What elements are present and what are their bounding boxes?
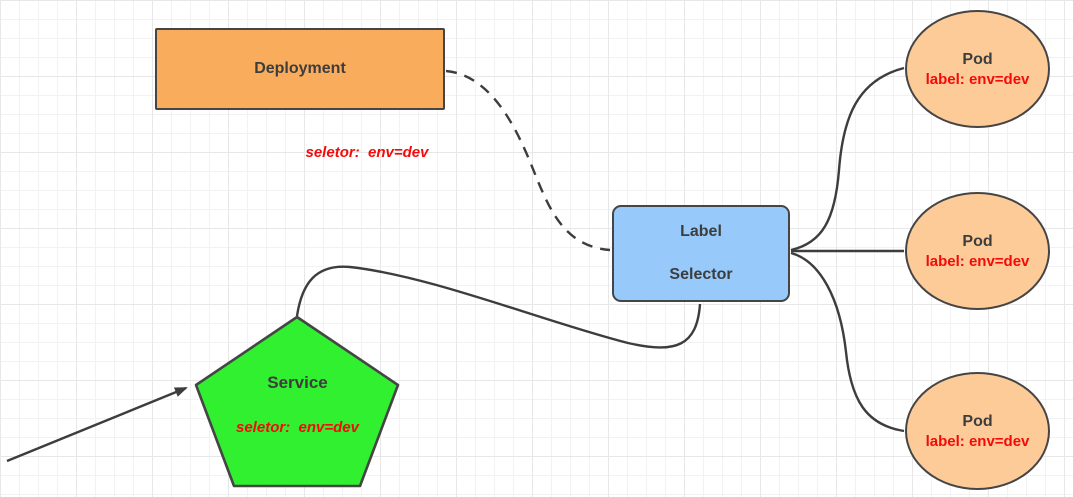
service-selector-note: seletor: env=dev xyxy=(236,419,359,436)
edge-arrow-into-service[interactable] xyxy=(6,386,188,463)
deployment-selector-note: seletor: env=dev xyxy=(305,144,429,161)
edge-label-selector-to-pod-1[interactable] xyxy=(790,66,905,252)
edge-deployment-to-label-selector[interactable] xyxy=(445,69,611,252)
label-selector-line2: Selector xyxy=(669,266,733,283)
deployment-node[interactable]: Deployment xyxy=(155,28,445,110)
pod-node-1[interactable]: Pod label: env=dev xyxy=(905,10,1050,128)
service-node[interactable] xyxy=(194,315,400,488)
pod-1-env-badge: label: env=dev xyxy=(925,70,1030,88)
pod-node-3[interactable]: Pod label: env=dev xyxy=(905,372,1050,490)
label-selector-node[interactable]: Label Selector xyxy=(612,205,790,302)
service-label: Service xyxy=(267,373,328,392)
deployment-label: Deployment xyxy=(254,60,346,77)
edge-service-to-label-selector[interactable] xyxy=(295,265,702,349)
pod-node-2[interactable]: Pod label: env=dev xyxy=(905,192,1050,310)
edge-label-selector-to-pod-3[interactable] xyxy=(790,251,905,433)
label-selector-line1: Label xyxy=(680,223,722,240)
pod-3-label: Pod xyxy=(962,412,993,430)
pod-2-env-badge: label: env=dev xyxy=(925,252,1030,270)
pod-3-env-badge: label: env=dev xyxy=(925,432,1030,450)
pod-1-label: Pod xyxy=(962,50,993,68)
pod-2-label: Pod xyxy=(962,232,993,250)
